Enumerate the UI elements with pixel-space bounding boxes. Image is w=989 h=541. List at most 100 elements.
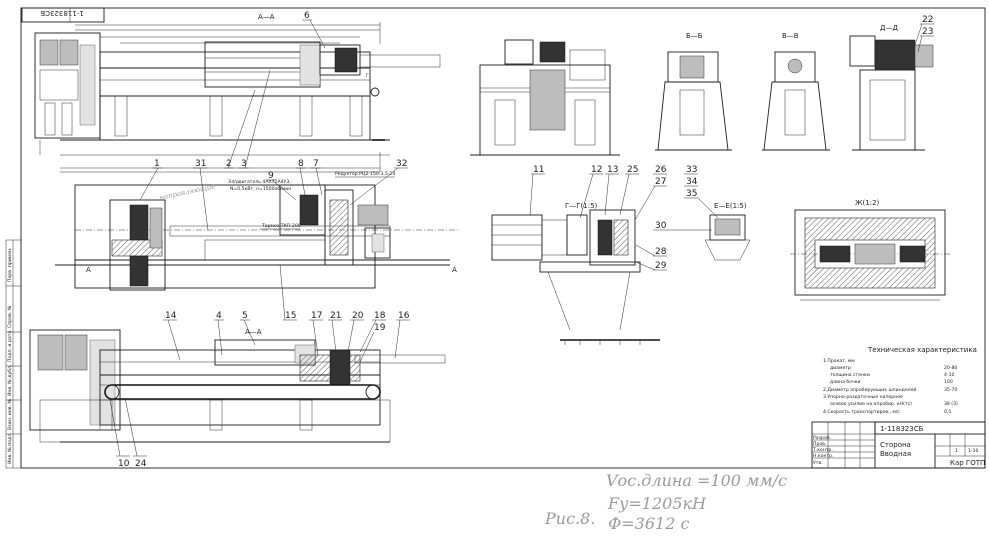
section-label-vv: В—В bbox=[782, 32, 799, 40]
margin-label: Справ. № bbox=[7, 305, 13, 328]
margin-label: Подп. и дата bbox=[7, 331, 13, 362]
margin-label: Взам. инв. № bbox=[7, 399, 13, 430]
reducer-note: Редуктор РЦ2-150-3,5-24 bbox=[335, 171, 395, 177]
callout-14: 14 bbox=[165, 311, 177, 321]
section-label-bb: Б—Б bbox=[686, 32, 703, 40]
svg-text:А: А bbox=[86, 266, 91, 274]
callout-33: 33 bbox=[686, 165, 697, 175]
callout-26: 26 bbox=[655, 165, 667, 175]
callout-21: 21 bbox=[330, 311, 341, 321]
callout-18: 18 bbox=[374, 311, 386, 321]
brake-note: Тормоз ТКП-200 bbox=[261, 223, 301, 229]
tech-title: Техническая характеристика bbox=[867, 346, 977, 354]
title-block-role: Пров. bbox=[813, 441, 826, 447]
section-label-aa-bottom: А—А bbox=[245, 328, 262, 336]
tech-row-label: 3.Упорно-раздаточные напорное bbox=[823, 394, 903, 400]
title-block-role: Разраб. bbox=[813, 435, 831, 441]
callout-11: 11 bbox=[533, 165, 544, 175]
callout-15: 15 bbox=[285, 311, 296, 321]
title-block-role: Н.контр. bbox=[813, 453, 834, 459]
tech-row-label: 1.Прокат, мм bbox=[823, 358, 855, 364]
title-block-org: Кар ГОТП bbox=[950, 459, 985, 467]
motor-note-line1: Эл/двигатель 4АХ72А4У3, bbox=[228, 179, 291, 185]
sheet-frame bbox=[5, 7, 986, 469]
callout-9: 9 bbox=[268, 171, 274, 181]
callout-13: 13 bbox=[607, 165, 618, 175]
title-block: 1-118323СБ Сторона Вводная 1 1-10 Кар ГО… bbox=[811, 421, 986, 469]
motor-note-line2: N=0,5кВт, n=1500об/мин bbox=[230, 186, 291, 192]
callout-12: 12 bbox=[591, 165, 602, 175]
tech-row-label: 2.Диаметр апробирующих шпинделей bbox=[823, 386, 916, 393]
tech-row-value: 4-10 bbox=[944, 372, 955, 378]
title-block-name-line2: Вводная bbox=[880, 450, 911, 458]
tech-row-value: 20-80 bbox=[944, 365, 957, 371]
margin-label: Перв. примен. bbox=[7, 248, 13, 283]
handwritten-line3: Ф=3612 с bbox=[608, 514, 689, 533]
callout-24: 24 bbox=[135, 459, 147, 469]
callout-30: 30 bbox=[655, 221, 667, 231]
callout-6: 6 bbox=[304, 11, 310, 21]
technical-characteristics: Техническая характеристика 1.Прокат, мм … bbox=[823, 346, 977, 415]
callout-22: 22 bbox=[922, 15, 933, 25]
section-ee-view: Е—Е(1:5) bbox=[704, 202, 751, 261]
section-label-zh: Ж(1:2) bbox=[855, 199, 880, 207]
bottom-elevation-view: А—А bbox=[29, 328, 446, 443]
callout-23: 23 bbox=[922, 27, 933, 37]
section-label-aa-top: А—А bbox=[258, 13, 275, 21]
sheet-code-rotated: 1-118323СБ bbox=[40, 9, 84, 17]
callout-10: 10 bbox=[118, 459, 130, 469]
title-block-code: 1-118323СБ bbox=[880, 425, 924, 433]
handwritten-notes: Vос.длина =100 мм/с Fу=1205кН Ф=3612 с Р… bbox=[544, 471, 787, 533]
section-label-ee: Е—Е(1:5) bbox=[714, 202, 747, 210]
callout-2: 2 bbox=[226, 159, 232, 169]
tech-row-value: 0,5 bbox=[944, 409, 951, 415]
section-vv-view: В—В bbox=[762, 32, 830, 151]
tech-row-label: толщина стенки bbox=[830, 373, 870, 378]
tech-row-value: 100 bbox=[944, 379, 953, 385]
callout-34: 34 bbox=[686, 177, 698, 187]
callout-29: 29 bbox=[655, 261, 667, 271]
tech-row-label: осевое усилие на апробир. кН(тс) bbox=[830, 401, 912, 407]
tech-row-label: диаметр bbox=[830, 366, 851, 371]
title-block-role: Утв. bbox=[813, 460, 823, 466]
callout-4: 4 bbox=[216, 311, 222, 321]
margin-labels: Перв. примен. Справ. № Подп. и дата Инв.… bbox=[7, 248, 13, 465]
callout-5: 5 bbox=[242, 311, 248, 321]
callout-32: 32 bbox=[396, 159, 407, 169]
section-zh-view: Ж(1:2) bbox=[790, 199, 950, 301]
margin-label: Инв. № дубл. bbox=[7, 365, 13, 396]
svg-text:А: А bbox=[452, 266, 457, 274]
callout-8: 8 bbox=[298, 159, 304, 169]
tech-row-value: 38 (3) bbox=[944, 401, 958, 407]
callout-28: 28 bbox=[655, 247, 667, 257]
callout-7: 7 bbox=[313, 159, 319, 169]
callout-27: 27 bbox=[655, 177, 666, 187]
title-block-role: Т.контр. bbox=[812, 447, 833, 453]
handwritten-line2: Fу=1205кН bbox=[607, 494, 707, 513]
callout-1: 1 bbox=[154, 159, 160, 169]
title-block-sheets: 1-10 bbox=[968, 448, 979, 454]
section-gg-view: Г—Г(1:5) bbox=[491, 202, 660, 345]
top-elevation-view: А—А bbox=[34, 13, 441, 156]
tech-row-label: 4.Скорость транспортиров., м/с bbox=[823, 409, 900, 415]
section-label-gg: Г—Г(1:5) bbox=[565, 202, 598, 210]
tech-row-value: 35-70 bbox=[944, 387, 957, 393]
svg-text:Г: Г bbox=[366, 73, 369, 79]
figure-label: Рис.8. bbox=[544, 509, 595, 528]
section-dd-view: Д—Д bbox=[849, 24, 934, 151]
sheet-code-stamp: 1-118323СБ bbox=[21, 7, 105, 23]
callout-20: 20 bbox=[352, 311, 364, 321]
callout-19: 19 bbox=[374, 323, 386, 333]
title-block-name-line1: Сторона bbox=[880, 441, 911, 449]
title-block-sheet: 1 bbox=[955, 448, 958, 454]
tech-row-label: длина бочки bbox=[830, 379, 861, 385]
plan-view: А А bbox=[55, 152, 460, 291]
callout-16: 16 bbox=[398, 311, 410, 321]
callout-17: 17 bbox=[311, 311, 322, 321]
callout-numbers: 6 1 31 2 3 9 8 7 32 15 14 4 5 17 21 20 1… bbox=[109, 11, 934, 469]
callout-3: 3 bbox=[241, 159, 247, 169]
callout-35: 35 bbox=[686, 189, 697, 199]
margin-label: Инв. № подл. bbox=[7, 432, 13, 464]
section-bb-view: Б—Б bbox=[655, 32, 732, 151]
callout-25: 25 bbox=[627, 165, 638, 175]
